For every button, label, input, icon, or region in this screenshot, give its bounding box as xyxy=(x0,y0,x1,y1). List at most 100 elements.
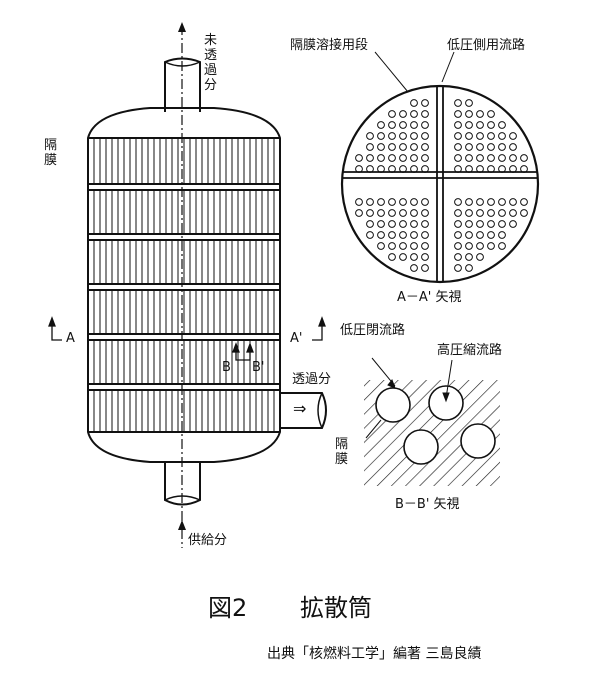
tube-hole xyxy=(476,220,484,228)
tube-hole xyxy=(410,198,418,206)
membrane-label: 隔膜 xyxy=(44,138,58,168)
tube-hole xyxy=(498,220,506,228)
tube-hole xyxy=(421,154,429,162)
weld-section-label: 隔膜溶接用段 xyxy=(290,38,369,53)
tube-hole xyxy=(509,143,517,151)
tube-hole xyxy=(465,99,473,107)
section-b-left-label: B xyxy=(222,360,231,375)
tube-hole xyxy=(476,154,484,162)
tube-hole xyxy=(454,253,462,261)
view-bb-label: B－B' 矢視 xyxy=(395,497,460,512)
tube-hole xyxy=(487,132,495,140)
tube-hole xyxy=(388,198,396,206)
feed-arrow xyxy=(178,520,186,530)
tube-hole xyxy=(377,132,385,140)
tube-hole xyxy=(421,264,429,272)
tube-hole xyxy=(487,110,495,118)
tube-hole xyxy=(454,143,462,151)
tube-hole xyxy=(399,220,407,228)
section-bb-view xyxy=(364,357,500,486)
tube-hole xyxy=(476,253,484,261)
leader-channel xyxy=(441,51,455,83)
tube-hole xyxy=(388,231,396,239)
tube-hole xyxy=(377,209,385,217)
tube-hole xyxy=(366,154,374,162)
tube-hole xyxy=(410,264,418,272)
tube-hole xyxy=(410,143,418,151)
tube-hole xyxy=(388,121,396,129)
tube-hole xyxy=(421,143,429,151)
tube-hole xyxy=(509,209,517,217)
tube-hole xyxy=(520,209,528,217)
tube-hole xyxy=(410,154,418,162)
tube-hole xyxy=(410,242,418,250)
tube-hole xyxy=(399,132,407,140)
tube-hole xyxy=(399,143,407,151)
tube-hole xyxy=(399,154,407,162)
tube-hole xyxy=(454,231,462,239)
tube-hole xyxy=(487,220,495,228)
retentate-arrow xyxy=(178,22,186,32)
tube-hole xyxy=(421,253,429,261)
tube-hole xyxy=(476,143,484,151)
tube-hole xyxy=(476,198,484,206)
tube-hole xyxy=(476,231,484,239)
tube-hole xyxy=(377,143,385,151)
tube-hole xyxy=(476,110,484,118)
membrane-tube-bundle xyxy=(93,138,275,432)
tube-hole xyxy=(399,242,407,250)
tube-hole xyxy=(454,110,462,118)
tube-hole xyxy=(498,154,506,162)
tube-hole xyxy=(454,209,462,217)
low-pressure-closed-channel-label: 低圧閉流路 xyxy=(340,323,406,338)
tube-hole xyxy=(388,209,396,217)
tube-hole xyxy=(421,99,429,107)
tube-hole xyxy=(476,209,484,217)
tube-hole xyxy=(399,209,407,217)
tube-hole xyxy=(421,242,429,250)
tube-hole xyxy=(421,231,429,239)
tube-hole xyxy=(465,198,473,206)
tube-hole xyxy=(410,231,418,239)
low-pressure-channels xyxy=(342,86,538,282)
tube-hole xyxy=(377,242,385,250)
tube-hole xyxy=(487,198,495,206)
tube-hole xyxy=(377,121,385,129)
tube-hole xyxy=(454,99,462,107)
tube-hole xyxy=(465,110,473,118)
tube-hole xyxy=(520,154,528,162)
tube-hole xyxy=(388,220,396,228)
tube-hole xyxy=(487,121,495,129)
tube-hole xyxy=(421,110,429,118)
tube-hole xyxy=(388,154,396,162)
tube-hole xyxy=(366,231,374,239)
tube-hole xyxy=(355,154,363,162)
tube-hole xyxy=(487,143,495,151)
tube-hole xyxy=(377,198,385,206)
tube-hole xyxy=(465,220,473,228)
tube-hole xyxy=(487,231,495,239)
tube-hole xyxy=(399,231,407,239)
tube-hole xyxy=(465,132,473,140)
tube-hole xyxy=(388,242,396,250)
tube-hole xyxy=(421,220,429,228)
section-a-left-label: A xyxy=(66,331,75,346)
tube-hole xyxy=(388,143,396,151)
tube-hole xyxy=(388,253,396,261)
tube-hole xyxy=(366,198,374,206)
tube-hole xyxy=(421,198,429,206)
high-pressure-concentrate-channel-label: 高圧縮流路 xyxy=(437,343,503,358)
tube-hole xyxy=(465,121,473,129)
tube-hole xyxy=(498,209,506,217)
tube-hole xyxy=(498,231,506,239)
section-a-right-label: A' xyxy=(290,331,303,346)
diffusion-barrel xyxy=(87,57,327,506)
tube-hole xyxy=(509,132,517,140)
tube-hole xyxy=(410,209,418,217)
tube-hole xyxy=(465,264,473,272)
tube-hole xyxy=(410,253,418,261)
tube-hole xyxy=(498,242,506,250)
section-aa-view xyxy=(340,51,540,284)
tube-hole xyxy=(410,99,418,107)
